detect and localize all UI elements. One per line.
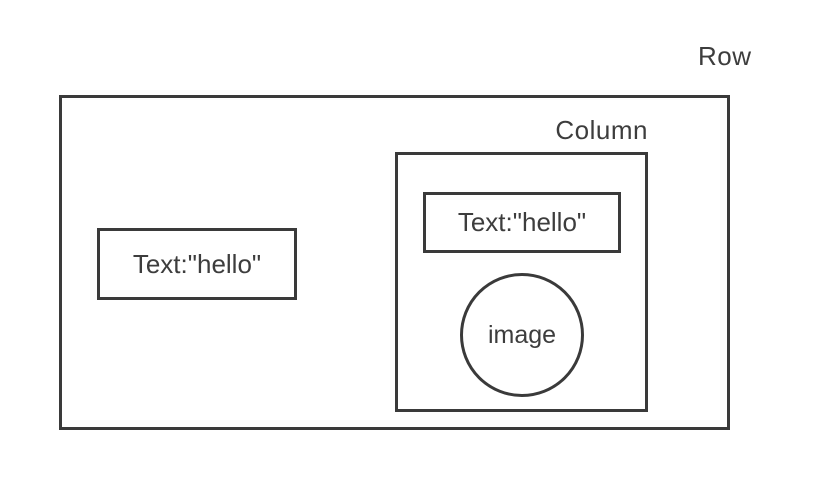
text-widget-label-column: Text:"hello" bbox=[457, 207, 587, 237]
text-widget-box-left: Text:"hello" bbox=[97, 228, 297, 300]
row-label: Row bbox=[698, 41, 752, 71]
text-widget-label-left: Text:"hello" bbox=[132, 248, 262, 279]
column-label: Column bbox=[555, 115, 648, 145]
text-widget-box-column: Text:"hello" bbox=[423, 192, 621, 253]
image-widget-label: image bbox=[487, 320, 557, 349]
image-widget-circle: image bbox=[460, 273, 584, 397]
